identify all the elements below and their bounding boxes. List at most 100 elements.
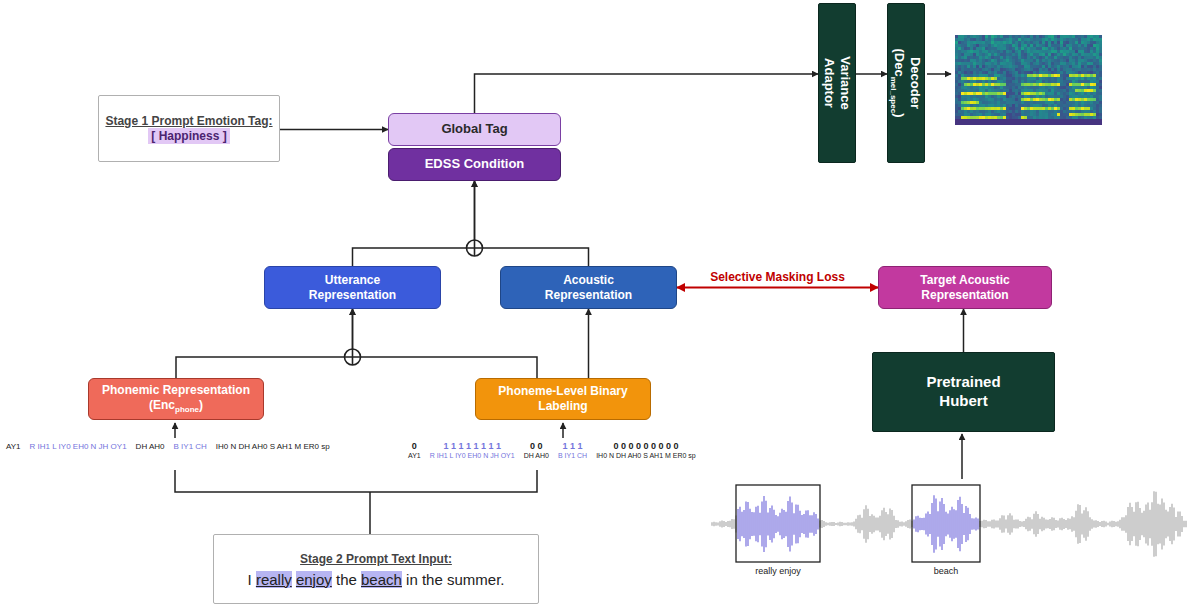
spectrogram-cell [997, 83, 1000, 86]
spectrogram-cell [1042, 47, 1045, 50]
spectrogram-cell [1087, 92, 1090, 95]
spectrogram-cell [991, 89, 994, 92]
text-line: EDSS Condition [425, 156, 525, 172]
spectrogram-cell [1072, 53, 1075, 56]
spectrogram-cell [1093, 77, 1096, 80]
waveform-stroke [1151, 502, 1152, 546]
spectrogram-cell [1090, 77, 1093, 80]
spectrogram-cell [1072, 107, 1075, 110]
spectrogram-cell [1024, 83, 1027, 86]
spectrogram-cell [1096, 53, 1099, 56]
spectrogram-cell [994, 35, 997, 38]
representation-box: Utterance Representation [264, 266, 441, 309]
spectrogram-cell [976, 56, 979, 59]
spectrogram-cell [1093, 62, 1096, 65]
spectrogram-cell [1054, 65, 1057, 68]
spectrogram-cell [955, 92, 958, 95]
spectrogram-cell [1018, 50, 1021, 53]
waveform-stroke [1077, 504, 1078, 543]
spectrogram-cell [1084, 86, 1087, 89]
spectrogram-cell [1054, 113, 1057, 116]
waveform-stroke [865, 505, 866, 542]
waveform-stroke [981, 521, 982, 527]
spectrogram-cell [970, 101, 973, 104]
spectrogram-cell [961, 122, 964, 125]
waveform-stroke [1173, 508, 1174, 541]
spectrogram-cell [1045, 71, 1048, 74]
waveform-stroke [755, 507, 756, 542]
sum-symbol [467, 240, 483, 256]
waveform-stroke [953, 509, 954, 538]
spectrogram-cell [1099, 116, 1102, 119]
spectrogram-cell [1081, 35, 1084, 38]
spectrogram-cell [1081, 89, 1084, 92]
spectrogram-cell [1087, 110, 1090, 113]
labeling-box: Phoneme-Level Binary Labeling [475, 378, 651, 420]
spectrogram-cell [1063, 74, 1066, 77]
spectrogram-cell [1033, 38, 1036, 41]
spectrogram-cell [1006, 44, 1009, 47]
spectrogram-cell [1021, 104, 1024, 107]
spectrogram-cell [973, 98, 976, 101]
spectrogram-cell [1009, 62, 1012, 65]
spectrogram-cell [1000, 113, 1003, 116]
spectrogram-cell [985, 41, 988, 44]
spectrogram-cell [1006, 35, 1009, 38]
waveform-stroke [921, 518, 922, 530]
waveform-stroke [1063, 519, 1064, 529]
spectrogram-cell [1033, 110, 1036, 113]
spectrogram-cell [1045, 101, 1048, 104]
spectrogram-cell [982, 86, 985, 89]
spectrogram-cell [1006, 95, 1009, 98]
spectrogram-cell [1060, 56, 1063, 59]
waveform-stroke [771, 506, 772, 543]
spectrogram-cell [1027, 122, 1030, 125]
waveform-stroke [1125, 515, 1126, 532]
spectrogram-cell [982, 56, 985, 59]
spectrogram-cell [955, 74, 958, 77]
spectrogram-cell [1096, 92, 1099, 95]
label-column: IH0 N DH AH0 S AH1 M ER0 sp [216, 442, 330, 452]
spectrogram-cell [958, 92, 961, 95]
spectrogram-cell [1051, 38, 1054, 41]
spectrogram-cell [1057, 110, 1060, 113]
spectrogram-cell [1075, 122, 1078, 125]
spectrogram-cell [1009, 71, 1012, 74]
spectrogram-cell [1030, 95, 1033, 98]
spectrogram-cell [1075, 65, 1078, 68]
spectrogram-cell [1084, 71, 1087, 74]
spectrogram-cell [979, 44, 982, 47]
spectrogram-cell [1012, 98, 1015, 101]
spectrogram-cell [961, 95, 964, 98]
spectrogram-cell [1057, 53, 1060, 56]
waveform-stroke [833, 522, 834, 526]
spectrogram-cell [1045, 104, 1048, 107]
spectrogram-cell [1090, 47, 1093, 50]
spectrogram-cell [961, 104, 964, 107]
spectrogram-cell [1018, 68, 1021, 71]
spectrogram-cell [994, 53, 997, 56]
spectrogram-cell [970, 38, 973, 41]
label-column: R IH1 L IY0 EH0 N JH OY1 [30, 442, 127, 452]
spectrogram-cell [985, 86, 988, 89]
text-line: (Encphone) [102, 398, 250, 415]
spectrogram-cell [991, 92, 994, 95]
spectrogram-cell [1021, 113, 1024, 116]
spectrogram-cell [1093, 71, 1096, 74]
spectrogram-cell [1069, 65, 1072, 68]
spectrogram-cell [1060, 98, 1063, 101]
spectrogram-cell [1093, 41, 1096, 44]
spectrogram-cell [1087, 44, 1090, 47]
spectrogram-cell [1063, 65, 1066, 68]
spectrogram-cell [991, 71, 994, 74]
spectrogram-cell [1024, 89, 1027, 92]
spectrogram-cell [994, 83, 997, 86]
spectrogram-cell [1090, 86, 1093, 89]
spectrogram-cell [1087, 62, 1090, 65]
spectrogram-cell [982, 119, 985, 122]
spectrogram-cell [1027, 74, 1030, 77]
spectrogram-cell [982, 38, 985, 41]
waveform-stroke [951, 507, 952, 542]
spectrogram-cell [1015, 95, 1018, 98]
spectrogram-cell [979, 53, 982, 56]
